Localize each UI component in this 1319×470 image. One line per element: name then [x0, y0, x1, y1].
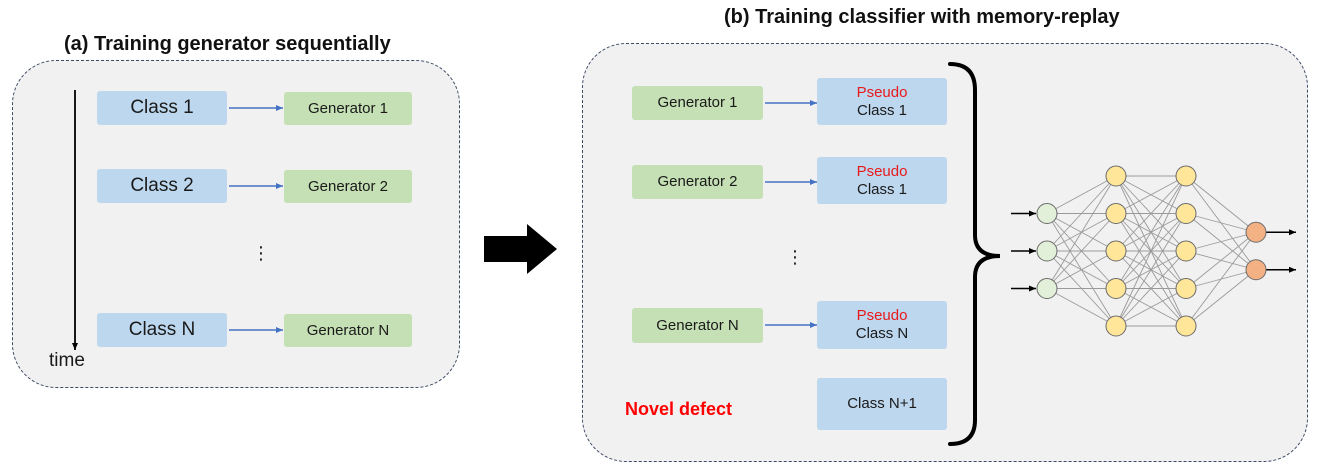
replay-generator-box-1: Generator 1 [632, 86, 763, 120]
network-connection [1046, 175, 1117, 289]
grouping-brace [948, 62, 1001, 446]
ellipsis-b: ⋮ [786, 247, 804, 267]
network-node [1036, 203, 1058, 224]
pseudo-class-label-n: Class N [855, 325, 909, 342]
class-box-1: Class 1 [97, 91, 227, 125]
pseudo-label-2: Pseudo [856, 162, 908, 180]
network-node [1175, 315, 1197, 337]
pseudo-class-label-2: Class 1 [856, 180, 908, 198]
network-connection [1046, 288, 1117, 327]
neural-network [1011, 165, 1296, 337]
transition-arrow [484, 224, 557, 274]
network-connection [1046, 175, 1117, 252]
network-connection [1115, 175, 1187, 252]
network-connection [1115, 250, 1187, 327]
generator-box-1: Generator 1 [284, 92, 412, 125]
network-connection [1115, 288, 1187, 327]
generator-box-n: Generator N [284, 314, 412, 347]
network-node [1036, 278, 1058, 299]
pseudo-class-label-1: Class 1 [856, 101, 908, 119]
network-connection [1185, 269, 1257, 327]
network-node [1105, 240, 1127, 262]
pseudo-label-1: Pseudo [856, 83, 908, 101]
network-node [1175, 203, 1197, 224]
generator-box-2: Generator 2 [284, 170, 412, 203]
pseudo-label-n: Pseudo [856, 307, 908, 324]
class-box-2: Class 2 [97, 169, 227, 203]
network-connection [1185, 231, 1257, 289]
network-connection [1185, 175, 1257, 233]
novel-defect-label: Novel defect [625, 399, 733, 419]
panel-b-title: (b) Training classifier with memory-repl… [724, 6, 1120, 28]
network-node [1105, 315, 1127, 337]
network-connection [1115, 175, 1187, 289]
network-connection [1115, 175, 1187, 327]
network-connection [1046, 213, 1117, 289]
network-node [1175, 278, 1197, 299]
network-connection [1115, 213, 1187, 327]
pseudo-class-box-2: Pseudo Class 1 [817, 157, 947, 204]
network-connection [1185, 231, 1257, 252]
network-node [1175, 165, 1197, 187]
replay-generator-box-2: Generator 2 [632, 165, 763, 199]
network-connection [1185, 231, 1257, 327]
new-class-box: Class N+1 [817, 378, 947, 430]
network-connection [1185, 213, 1257, 233]
ellipsis-a: ⋮ [252, 243, 270, 263]
network-connection [1115, 175, 1187, 214]
pseudo-class-box-1: Pseudo Class 1 [817, 78, 947, 125]
network-node [1105, 165, 1127, 187]
class-box-n: Class N [97, 313, 227, 347]
network-node [1175, 240, 1197, 262]
network-node [1036, 240, 1058, 262]
network-node [1105, 203, 1127, 224]
network-node [1245, 259, 1267, 281]
time-label: time [49, 350, 85, 371]
network-node [1105, 278, 1127, 299]
replay-generator-box-n: Generator N [632, 308, 763, 343]
panel-a-title: (a) Training generator sequentially [64, 33, 391, 55]
network-connection [1046, 175, 1117, 214]
network-node [1245, 221, 1267, 243]
network-connection [1046, 250, 1117, 289]
pseudo-class-box-n: Pseudo Class N [817, 301, 947, 349]
